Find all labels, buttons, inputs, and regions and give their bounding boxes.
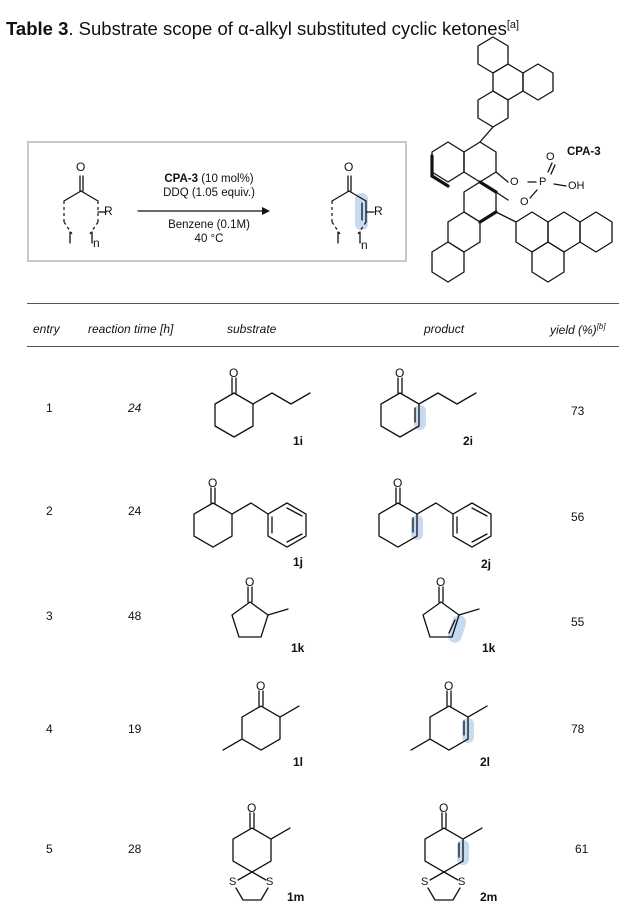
atom-o-1l: O — [256, 679, 266, 693]
reaction-arrow — [137, 207, 270, 215]
atom-o-1k-product: O — [436, 575, 446, 589]
structure-1l — [222, 690, 300, 751]
row-4-time: 19 — [128, 722, 142, 736]
structure-1m — [232, 812, 291, 901]
atom-s1-1m: S — [229, 876, 237, 888]
atom-o-1k-substrate: O — [245, 575, 255, 589]
table-title: Table 3. Substrate scope of α-alkyl subs… — [6, 18, 519, 40]
structure-2i — [380, 377, 477, 438]
compound-label-2l: 2l — [480, 755, 491, 769]
catalyst-name: CPA-3 — [164, 173, 199, 185]
atom-o-2l: O — [444, 679, 454, 693]
generic-substrate-n-index: n — [93, 236, 100, 250]
generic-substrate-r-group: R — [104, 204, 113, 218]
compound-label-2m: 2m — [480, 890, 498, 904]
generic-product-oxygen: O — [344, 160, 354, 174]
structure-2l — [410, 690, 488, 751]
structure-2j — [378, 487, 492, 548]
phosphate-hydroxyl: OH — [568, 180, 585, 192]
reaction-temperature-condition: 40 °C — [194, 233, 224, 245]
compound-label-1j: 1j — [293, 555, 304, 569]
structure-1k-substrate — [231, 586, 289, 638]
row-5-entry: 5 — [46, 842, 53, 856]
atom-o-2i: O — [395, 366, 405, 380]
row-1-time: 24 — [128, 401, 142, 415]
atom-s2-2m: S — [458, 876, 466, 888]
structure-2m — [424, 812, 483, 901]
generic-substrate-oxygen: O — [76, 160, 86, 174]
header-yield-text: yield (%) — [550, 323, 597, 337]
row-2-time: 24 — [128, 504, 142, 518]
row-1-entry: 1 — [46, 401, 53, 415]
header-yield-footnote: [b] — [596, 322, 606, 331]
row-3-entry: 3 — [46, 609, 53, 623]
compound-label-1i: 1i — [293, 434, 304, 448]
reaction-oxidant-condition: DDQ (1.05 equiv.) — [163, 187, 255, 199]
phosphate-oxygen-2: O — [520, 196, 529, 208]
compound-label-1l: 1l — [293, 755, 304, 769]
atom-o-1m: O — [247, 801, 257, 815]
row-2-yield: 56 — [571, 510, 585, 524]
row-4-entry: 4 — [46, 722, 53, 736]
compound-label-2i: 2i — [463, 434, 474, 448]
header-yield: yield (%)[b] — [550, 322, 606, 337]
row-4-yield: 78 — [571, 722, 585, 736]
row-1-yield: 73 — [571, 404, 585, 418]
header-product: product — [424, 322, 465, 336]
row-3-time: 48 — [128, 609, 142, 623]
header-entry: entry — [33, 322, 60, 336]
generic-product-r-group: R — [374, 204, 383, 218]
reaction-solvent-condition: Benzene (0.1M) — [168, 219, 250, 231]
atom-o-2j: O — [393, 476, 403, 490]
reaction-catalyst-condition: CPA-3 (10 mol%) — [154, 173, 264, 185]
atom-s1-2m: S — [421, 876, 429, 888]
phosphate-oxygen-1: O — [510, 176, 519, 188]
table-number: Table 3 — [6, 18, 69, 39]
cpa3-catalyst-structure — [430, 36, 613, 283]
compound-label-1k-product: 1k — [482, 641, 496, 655]
table-header-rule — [27, 346, 619, 347]
generic-product-n-index: n — [361, 238, 368, 252]
atom-s2-1m: S — [266, 876, 274, 888]
generic-product-structure — [331, 175, 375, 244]
atom-o-1i: O — [229, 366, 239, 380]
row-3-yield: 55 — [571, 615, 585, 629]
atom-o-1j: O — [208, 476, 218, 490]
structure-1j — [193, 487, 307, 548]
reaction-scheme-box — [27, 141, 407, 262]
structure-1k-product — [422, 586, 480, 643]
generic-substrate-structure — [63, 175, 107, 244]
row-5-yield: 61 — [575, 842, 589, 856]
table-top-rule — [27, 303, 619, 304]
title-footnote-mark: [a] — [506, 18, 520, 31]
phosphorus-atom: P — [539, 176, 547, 188]
compound-label-2j: 2j — [481, 557, 492, 571]
compound-label-1m: 1m — [287, 890, 305, 904]
compound-label-1k-substrate: 1k — [291, 641, 305, 655]
row-2-entry: 2 — [46, 504, 53, 518]
structure-1i — [214, 377, 311, 438]
phosphate-double-bond-oxygen: O — [546, 151, 555, 163]
row-5-time: 28 — [128, 842, 142, 856]
catalyst-loading: (10 mol%) — [201, 173, 254, 185]
cpa3-label: CPA-3 — [567, 146, 601, 158]
header-substrate: substrate — [227, 322, 277, 336]
header-reaction-time: reaction time [h] — [88, 322, 174, 336]
atom-o-2m: O — [439, 801, 449, 815]
table-caption: . Substrate scope of α-alkyl substituted… — [68, 18, 507, 39]
